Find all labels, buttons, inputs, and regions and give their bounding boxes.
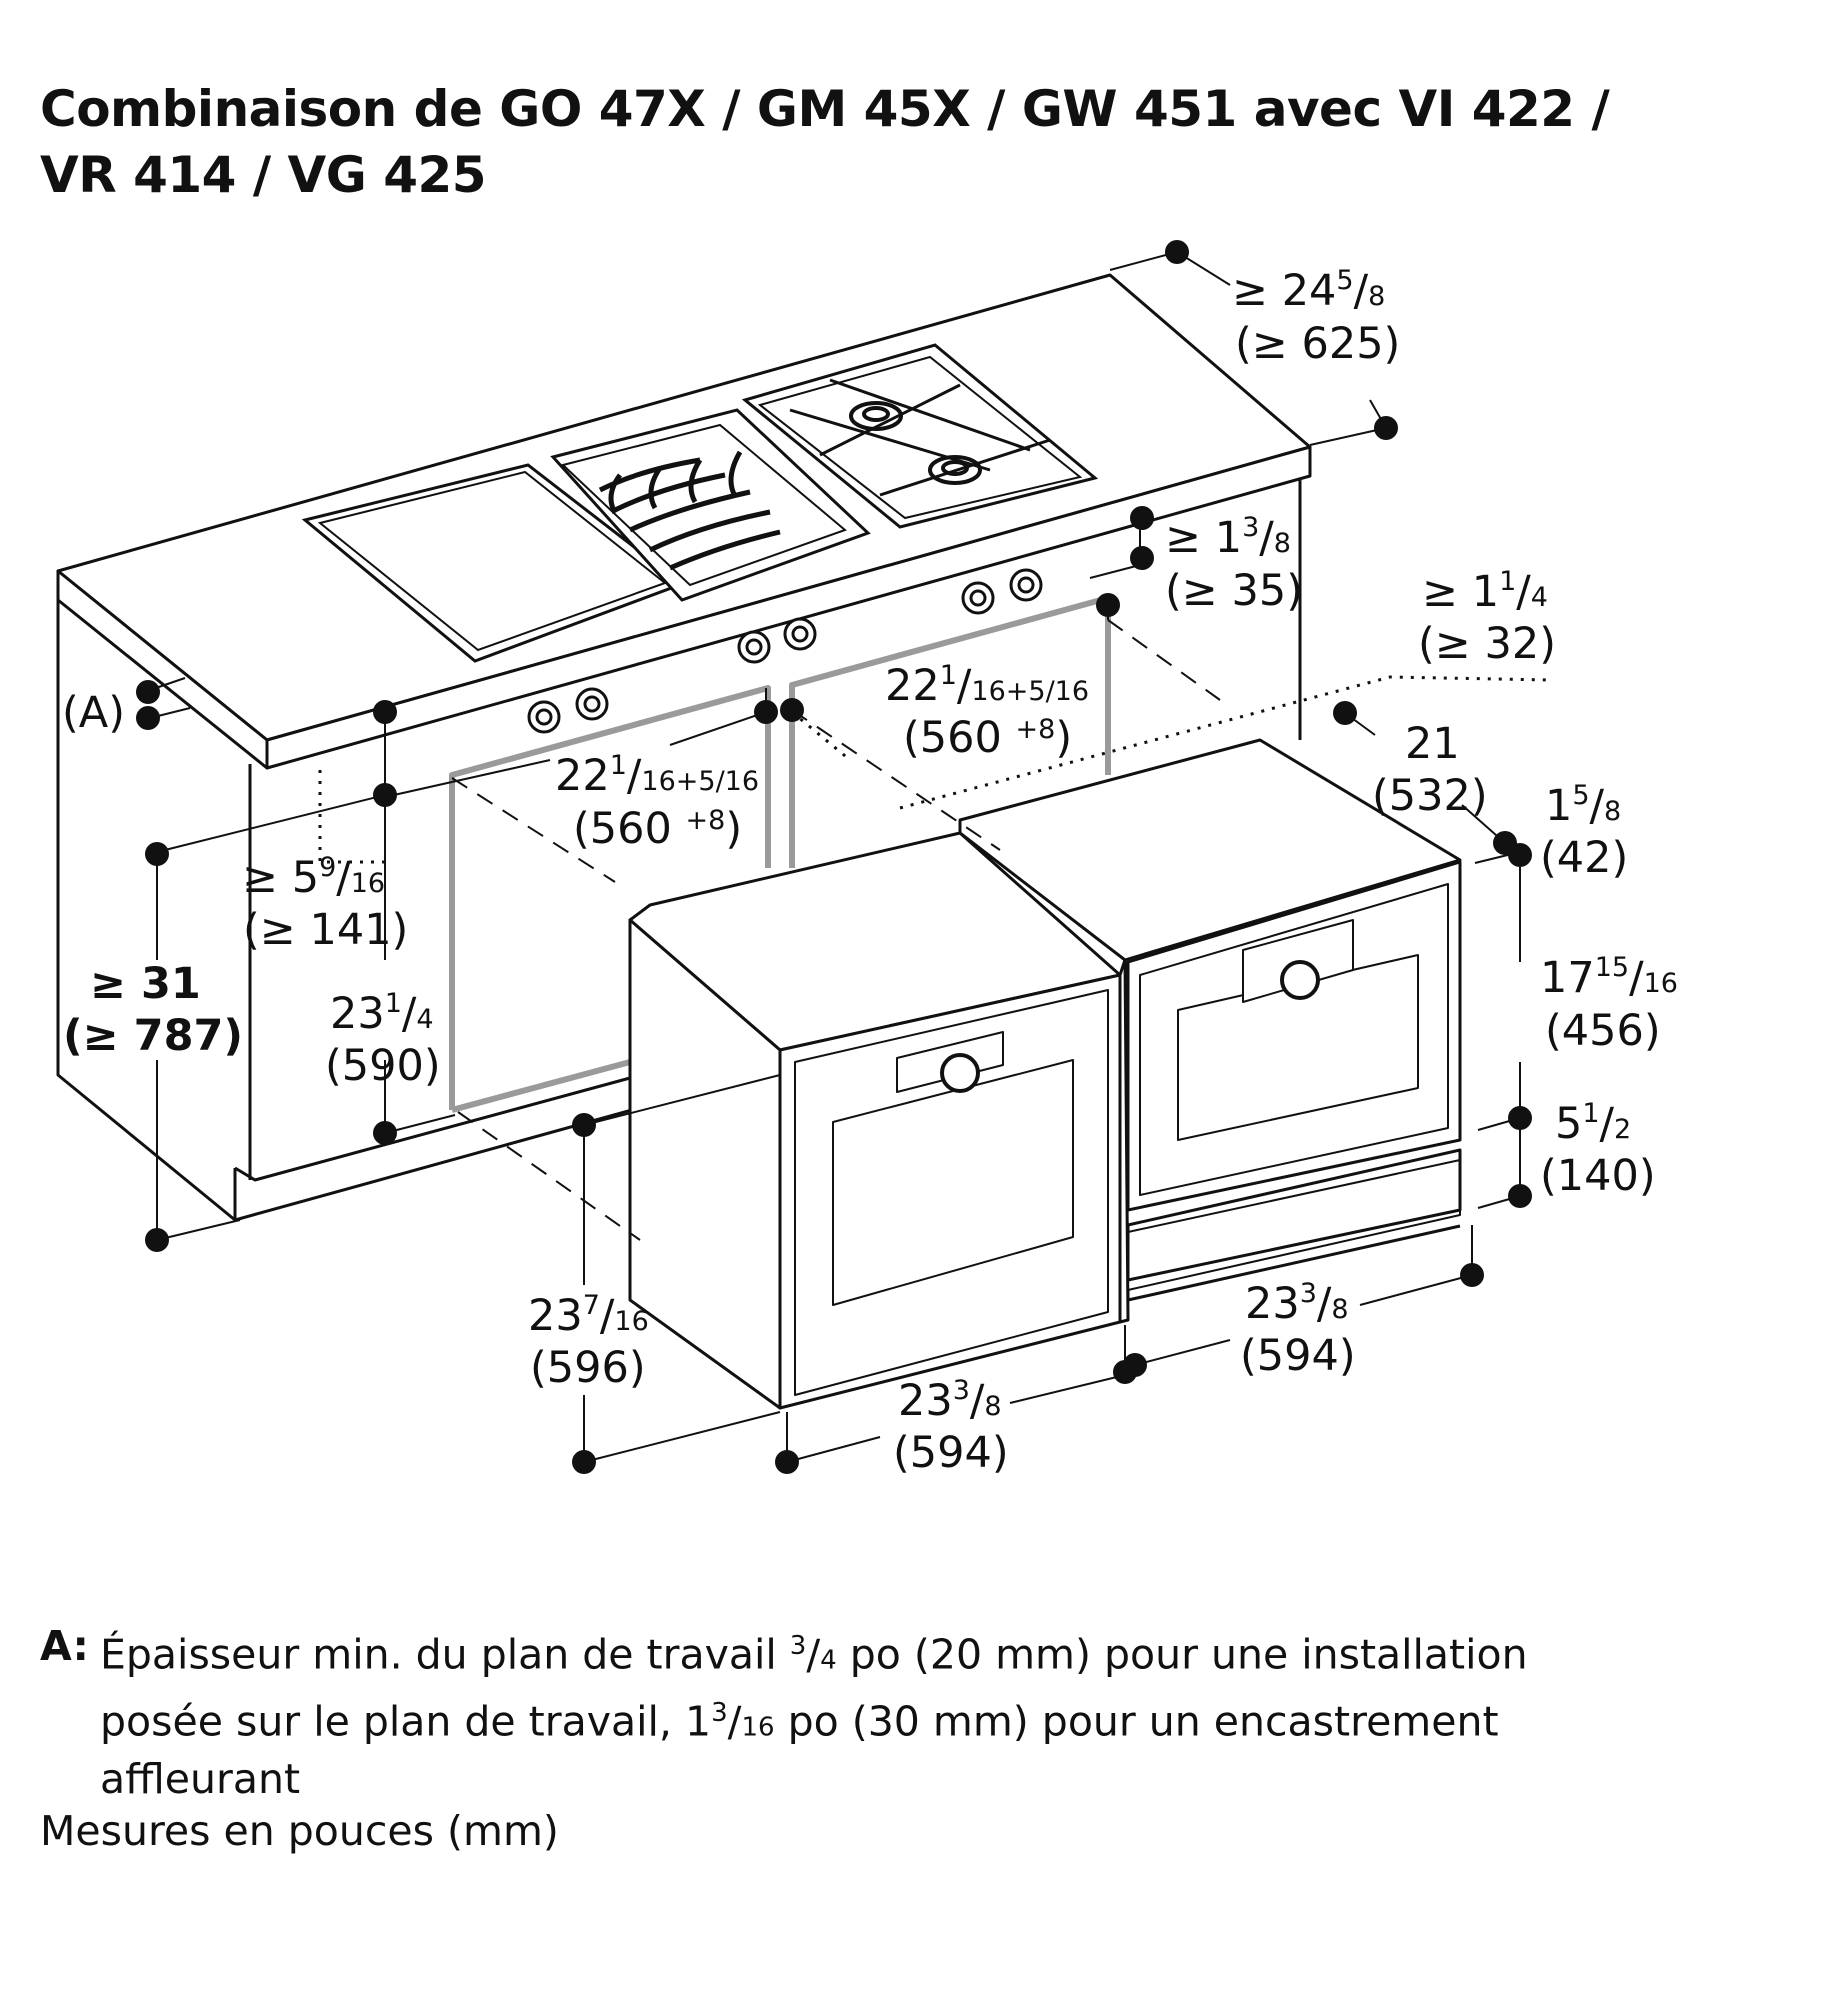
note-key: A: xyxy=(40,1622,89,1670)
gas-grate xyxy=(757,355,1083,520)
svg-text:(532): (532) xyxy=(1372,771,1488,821)
dim-rear-gap: ≥ 11/4 (≥ 32) xyxy=(1418,566,1556,669)
svg-text:237/16: 237/16 xyxy=(528,1290,649,1341)
svg-text:(560 +8): (560 +8) xyxy=(573,804,742,854)
svg-text:15/8: 15/8 xyxy=(1545,780,1621,831)
combo-appliance xyxy=(958,738,1462,1324)
drawer-lower xyxy=(1127,1159,1461,1291)
dim-oven-height: 237/16 (596) xyxy=(528,1290,649,1393)
callout-a: (A) xyxy=(62,688,125,738)
title-line-1: Combinaison de GO 47X / GM 45X / GW 451 … xyxy=(40,80,1610,138)
cabinet-left-side xyxy=(56,600,237,1222)
niche-frame-left-bottom xyxy=(451,1059,631,1113)
dimension-dots xyxy=(136,240,1532,1474)
gas-burners xyxy=(789,378,1051,497)
note-line-2: posée sur le plan de travail, 13/16 po (… xyxy=(100,1697,1499,1746)
dim-front-lip: 15/8 (42) xyxy=(1540,780,1628,883)
dim-drawer-height: 51/2 (140) xyxy=(1540,1098,1656,1201)
title-line-2: VR 414 / VG 425 xyxy=(40,146,487,204)
svg-text:≥ 11/4: ≥ 11/4 xyxy=(1422,566,1548,617)
dim-combo-width: 233/8 (594) xyxy=(1240,1278,1356,1381)
note-line-1: Épaisseur min. du plan de travail 3/4 po… xyxy=(100,1630,1528,1679)
combo-side-strip xyxy=(1118,958,1130,1324)
dimension-lines xyxy=(149,251,1551,1463)
countertop-left-edge xyxy=(56,569,269,770)
note-line-3: affleurant xyxy=(100,1755,301,1804)
svg-text:(≥ 141): (≥ 141) xyxy=(243,905,408,955)
dim-oven-width: 233/8 (594) xyxy=(893,1375,1009,1478)
svg-text:233/8: 233/8 xyxy=(898,1375,1002,1426)
niche-frames xyxy=(449,595,1111,1113)
cabinet-plinth xyxy=(234,1076,631,1182)
svg-text:(42): (42) xyxy=(1540,833,1628,883)
svg-text:(594): (594) xyxy=(893,1428,1009,1478)
dim-under-gap: ≥ 59/16 (≥ 141) xyxy=(242,852,408,955)
svg-text:231/4: 231/4 xyxy=(330,988,434,1039)
knob-pair-griddle xyxy=(527,687,609,734)
dim-top-gap: ≥ 13/8 (≥ 35) xyxy=(1165,512,1303,616)
oven-knob xyxy=(940,1053,980,1093)
niche-frame-left xyxy=(449,685,771,1110)
svg-text:221/16+5/16: 221/16+5/16 xyxy=(555,750,759,801)
svg-text:(594): (594) xyxy=(1240,1331,1356,1381)
dim-depth-min: ≥ 245/8 (≥ 625) xyxy=(1232,265,1400,369)
control-knobs xyxy=(527,568,1043,734)
page-title: Combinaison de GO 47X / GM 45X / GW 451 … xyxy=(40,76,1740,208)
note-a: A: Épaisseur min. du plan de travail 3/4… xyxy=(40,1620,1800,1687)
svg-text:221/16+5/16: 221/16+5/16 xyxy=(885,660,1089,711)
combo-top xyxy=(958,738,1462,962)
dim-cutout-width-right: 221/16+5/16 (560 +8) xyxy=(885,660,1089,763)
svg-text:(≥ 35): (≥ 35) xyxy=(1165,566,1303,616)
svg-text:21: 21 xyxy=(1405,719,1460,769)
svg-text:(456): (456) xyxy=(1545,1006,1661,1056)
dim-combo-height: 1715/16 (456) xyxy=(1540,952,1678,1056)
dim-cutout-width-left: 221/16+5/16 (560 +8) xyxy=(555,750,759,854)
cabinet-base xyxy=(234,1108,633,1222)
burner-front xyxy=(928,455,982,485)
svg-text:(≥ 625): (≥ 625) xyxy=(1235,319,1400,369)
svg-text:≥ 13/8: ≥ 13/8 xyxy=(1165,512,1291,563)
svg-text:≥ 31: ≥ 31 xyxy=(90,959,201,1009)
svg-text:≥ 59/16: ≥ 59/16 xyxy=(242,852,385,903)
oven-appliance xyxy=(628,831,1122,1410)
combo-knob xyxy=(1280,960,1320,1000)
dim-cutout-depth: 21 (532) xyxy=(1372,719,1488,821)
units-note: Mesures en pouces (mm) xyxy=(40,1807,559,1856)
svg-text:(≥ 32): (≥ 32) xyxy=(1418,619,1556,669)
svg-text:(560 +8): (560 +8) xyxy=(903,713,1072,763)
drawer-base xyxy=(1126,1224,1461,1302)
svg-text:(590): (590) xyxy=(325,1041,441,1091)
svg-text:233/8: 233/8 xyxy=(1245,1278,1349,1329)
svg-text:1715/16: 1715/16 xyxy=(1540,952,1678,1003)
oven-window xyxy=(832,1059,1074,1306)
svg-text:(≥ 787): (≥ 787) xyxy=(63,1011,243,1061)
svg-text:(596): (596) xyxy=(530,1343,646,1393)
gas-cooktop xyxy=(741,343,1099,529)
niche-frame-right xyxy=(789,595,1111,868)
knob-pair-grill xyxy=(737,617,817,664)
dim-counter-height: ≥ 31 (≥ 787) xyxy=(63,959,243,1061)
cooktops xyxy=(301,343,1099,663)
grill-bars xyxy=(598,450,781,571)
svg-text:(140): (140) xyxy=(1540,1151,1656,1201)
knob-pair-gas xyxy=(961,568,1043,615)
svg-text:≥ 245/8: ≥ 245/8 xyxy=(1232,265,1385,316)
svg-text:51/2: 51/2 xyxy=(1555,1098,1631,1149)
dim-niche-height: 231/4 (590) xyxy=(325,988,441,1091)
footnote: A: Épaisseur min. du plan de travail 3/4… xyxy=(40,1620,1800,1857)
burner-back-inner xyxy=(862,406,890,422)
